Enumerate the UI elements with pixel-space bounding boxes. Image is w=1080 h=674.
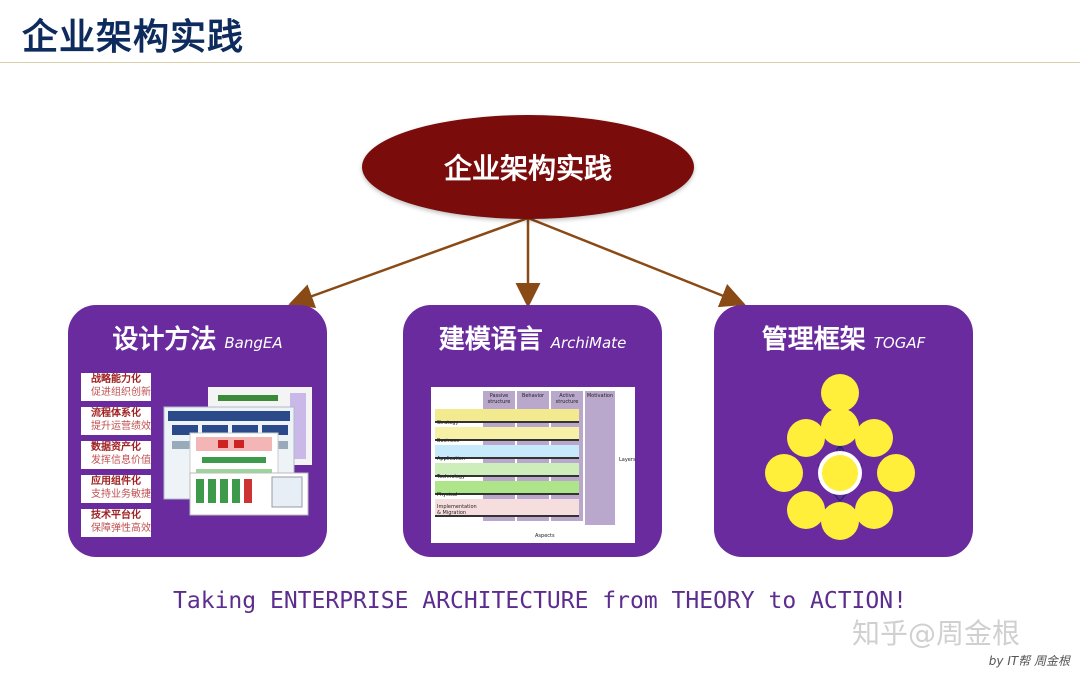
card-title-zh: 设计方法 — [112, 325, 217, 355]
watermark: 知乎@周金根 — [852, 617, 1021, 650]
title-divider — [0, 62, 1080, 63]
arrow-to-design-method — [288, 216, 529, 308]
list-item: 战略能力化 促进组织创新 — [81, 373, 151, 401]
list-item: 数据资产化 发挥信息价值 — [81, 441, 151, 469]
column-header: Active structure — [555, 393, 579, 405]
layer-row: Business — [435, 427, 579, 444]
layer-row: Technology — [435, 463, 579, 480]
adm-phase-c — [877, 454, 915, 492]
adm-phase-a — [821, 408, 859, 446]
adm-preliminary — [821, 374, 859, 412]
column-header: Passive structure — [487, 393, 511, 405]
card-title-en: BangEA — [224, 334, 283, 352]
adm-phase-h — [787, 419, 825, 457]
card-title-en: TOGAF — [873, 334, 926, 352]
layer-row: Application — [435, 445, 579, 462]
center-label: 企业架构实践 — [443, 152, 612, 185]
list-item: 技术平台化 保障弹性高效 — [81, 509, 151, 537]
bangea-capability-list: 战略能力化 促进组织创新 流程体系化 提升运营绩效 数据资产化 发挥信息价值 应… — [81, 373, 151, 543]
list-item: 应用组件化 支持业务敏捷 — [81, 475, 151, 503]
archimate-framework-diagram: Passive structure Behavior Active struct… — [431, 387, 636, 543]
center-ellipse: 企业架构实践 — [362, 115, 694, 219]
card-title: 建模语言 ArchiMate — [403, 319, 662, 356]
adm-phase-b — [855, 419, 893, 457]
page-title: 企业架构实践 — [22, 17, 245, 58]
layer-row: Implementation & Migration — [435, 499, 579, 517]
card-modeling-language: 建模语言 ArchiMate Passive structure Behavior… — [403, 305, 662, 557]
adm-phase-f — [787, 491, 825, 529]
card-title-en: ArchiMate — [550, 334, 627, 352]
card-title-zh: 管理框架 — [761, 325, 866, 355]
layer-row: Strategy — [435, 409, 579, 426]
layers-label: Layers — [619, 457, 636, 463]
card-title-zh: 建模语言 — [438, 325, 543, 355]
aspects-label: Aspects — [535, 533, 555, 539]
layer-row: Physical — [435, 481, 579, 498]
arrow-to-management-framework — [527, 216, 746, 308]
card-title: 管理框架 TOGAF — [714, 319, 973, 356]
adm-phase-e — [821, 502, 859, 540]
column-header: Motivation — [586, 393, 614, 399]
togaf-adm-diagram — [765, 374, 915, 540]
list-item: 流程体系化 提升运营绩效 — [81, 407, 151, 435]
credit: by IT帮 周金根 — [988, 654, 1070, 668]
tagline: Taking ENTERPRISE ARCHITECTURE from THEO… — [173, 588, 907, 614]
column-motivation — [585, 391, 615, 525]
adm-phase-d — [855, 491, 893, 529]
bangea-illustration — [163, 387, 312, 516]
card-management-framework: 管理框架 TOGAF — [714, 305, 973, 557]
column-header: Behavior — [521, 393, 545, 399]
adm-phase-g — [765, 454, 803, 492]
card-title: 设计方法 BangEA — [68, 319, 327, 356]
